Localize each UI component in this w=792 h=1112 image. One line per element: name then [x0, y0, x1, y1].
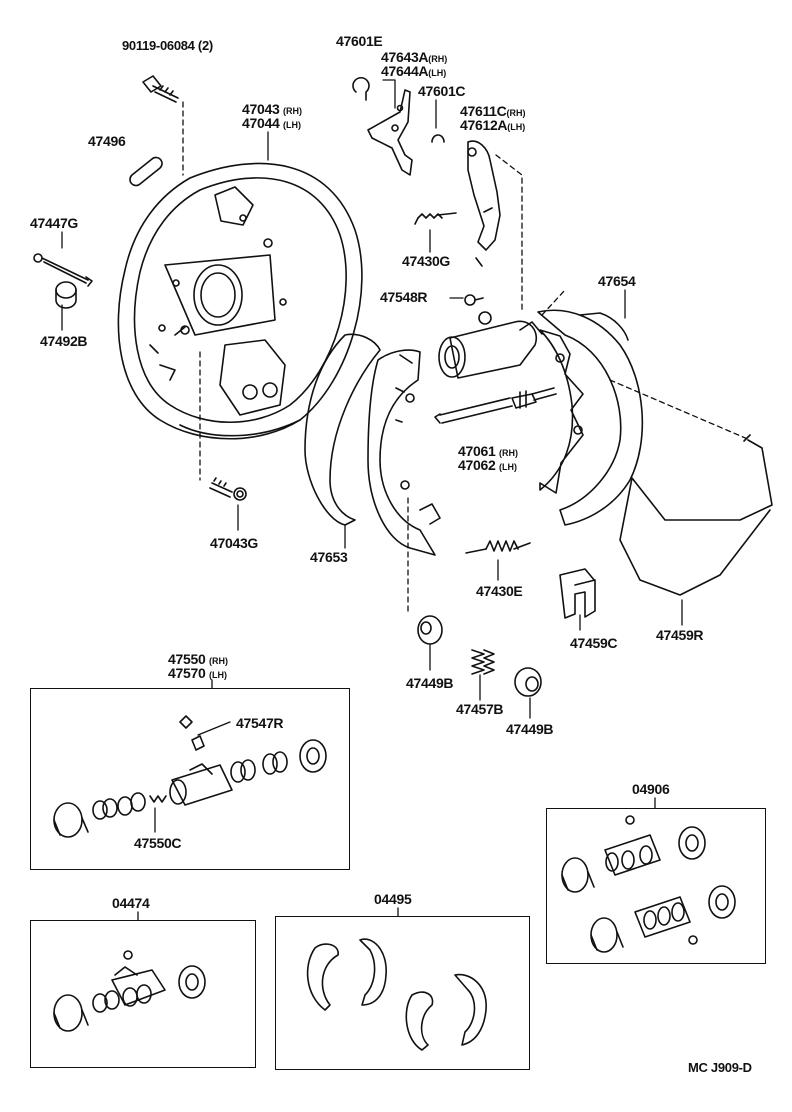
label-90119: 90119-06084 (2): [122, 38, 213, 53]
backing-plate-drawing: [117, 162, 363, 440]
label-47449B-b: 47449B: [506, 721, 554, 737]
label-47061: 47061 (RH): [458, 443, 519, 459]
label-47492B: 47492B: [40, 333, 88, 349]
plug-47496-drawing: [129, 156, 163, 187]
label-04474: 04474: [112, 895, 150, 911]
spring-47430G-drawing: [414, 212, 457, 225]
wheel-cylinder-kit-box: [30, 688, 350, 870]
brake-shoe-left-drawing: [367, 349, 441, 556]
kit-04906-box: [546, 808, 766, 964]
label-47447G: 47447G: [30, 215, 79, 231]
label-47643A: 47643A(RH): [381, 49, 448, 65]
label-47430G: 47430G: [402, 253, 451, 269]
label-47548R: 47548R: [380, 289, 428, 305]
cup-47449B-a-drawing: [417, 615, 443, 645]
label-47043: 47043 (RH): [242, 101, 303, 117]
lever-47643A-drawing: [367, 89, 413, 176]
cup-47449B-b-drawing: [514, 667, 542, 697]
cup-47492B-drawing: [55, 281, 77, 309]
label-47550: 47550 (RH): [168, 651, 229, 667]
label-04906: 04906: [632, 781, 670, 797]
brake-shoe-47653-drawing: [304, 333, 381, 526]
spring-47457B-drawing: [471, 649, 495, 675]
label-47062: 47062 (LH): [458, 457, 518, 473]
label-47550C: 47550C: [134, 835, 182, 851]
brake-shoe-47654-drawing: [537, 309, 644, 526]
spring-47430E-drawing: [465, 540, 531, 554]
label-47459R: 47459R: [656, 627, 704, 643]
kit-04474-drawing: [53, 950, 206, 1032]
adjuster-47061-drawing: [434, 387, 557, 424]
kit-04495-box: [275, 916, 530, 1070]
label-47457B: 47457B: [456, 701, 504, 717]
label-47601E: 47601E: [336, 33, 383, 49]
lever-47611C-drawing: [467, 140, 501, 267]
kit-04474-box: [30, 920, 256, 1068]
bleeder-47548R-drawing: [464, 294, 484, 306]
label-47570: 47570 (LH): [168, 665, 228, 681]
label-47043G: 47043G: [210, 535, 259, 551]
label-47496: 47496: [88, 133, 126, 149]
clip-47601E-drawing: [352, 77, 370, 101]
pin-47447G-drawing: [33, 253, 93, 287]
clip-47459C-drawing: [559, 568, 596, 619]
cable-47459R-drawing: [619, 434, 773, 596]
wheel-cylinder-kit-drawing: [53, 715, 327, 838]
kit-04906-drawing: [561, 815, 736, 953]
label-47430E: 47430E: [476, 583, 523, 599]
label-47449B-a: 47449B: [406, 675, 454, 691]
footer-code: MC J909-D: [688, 1060, 752, 1075]
label-47044: 47044 (LH): [242, 115, 302, 131]
label-47654: 47654: [598, 273, 636, 289]
wheel-cylinder-drawing: [438, 311, 543, 379]
kit-04495-drawing: [306, 938, 487, 1051]
label-leader-lines: [61, 79, 683, 921]
label-47611C: 47611C(RH): [460, 103, 526, 119]
label-47653: 47653: [310, 549, 348, 565]
label-47644A: 47644A(LH): [381, 63, 447, 79]
bolt-90119-drawing: [142, 75, 179, 103]
clip-47601C-drawing: [431, 134, 445, 143]
label-47601C: 47601C: [418, 83, 466, 99]
label-04495: 04495: [374, 891, 412, 907]
label-47459C: 47459C: [570, 635, 618, 651]
bolt-47043G-drawing: [209, 477, 247, 501]
label-47547R: 47547R: [236, 715, 284, 731]
leader-lines: [182, 101, 751, 616]
label-47612A: 47612A(LH): [460, 117, 526, 133]
